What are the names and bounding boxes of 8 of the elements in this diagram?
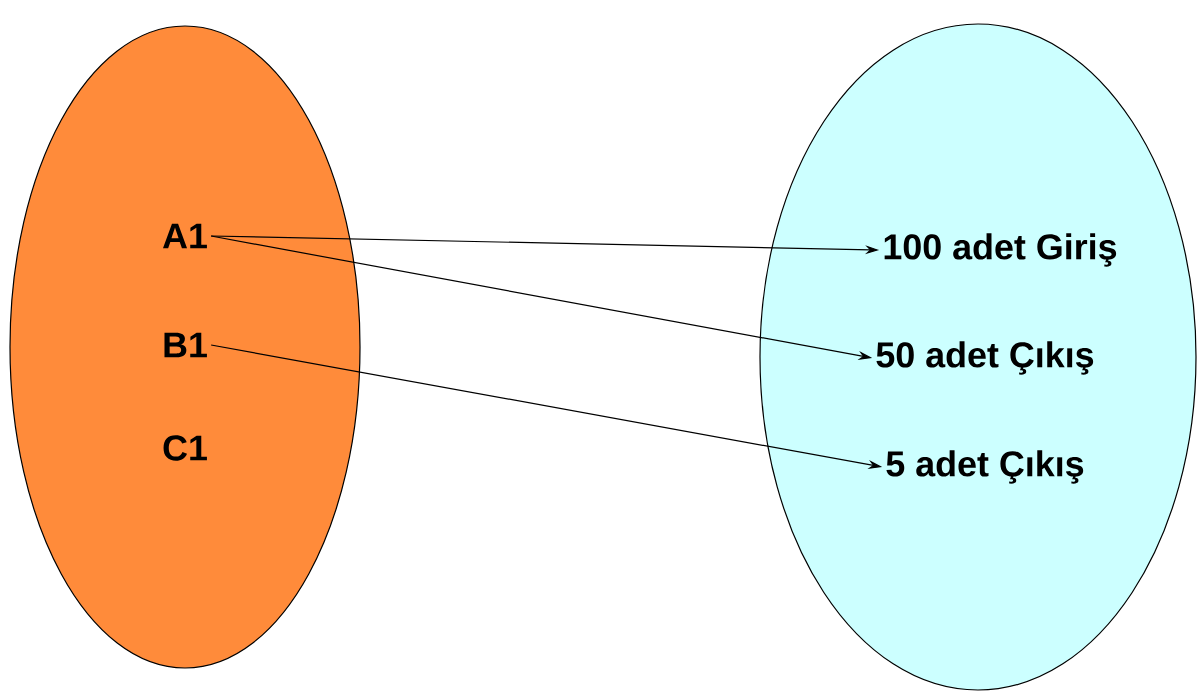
ellipse <box>759 23 1197 691</box>
node-label: 50 adet Çıkış <box>876 341 1094 375</box>
node-label: B1 <box>164 332 207 358</box>
node-label: A1 <box>163 223 207 249</box>
node-label: 100 adet Giriş <box>884 233 1117 267</box>
ellipse <box>9 25 361 669</box>
node-label: 5 adet Çıkış <box>886 450 1084 484</box>
node-label: C1 <box>163 435 207 461</box>
